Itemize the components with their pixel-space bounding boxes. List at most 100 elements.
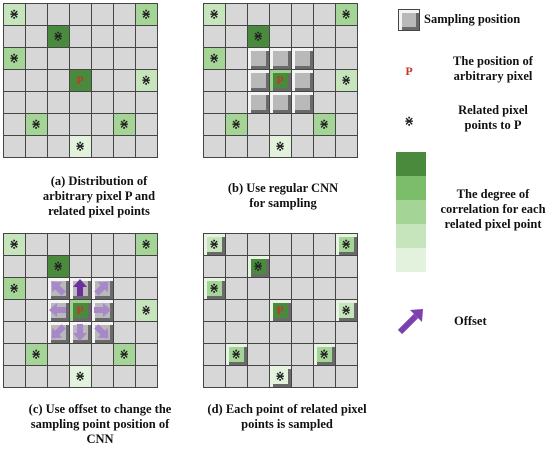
related-pixel-marker: ⋇: [340, 303, 352, 317]
related-pixel-marker: ⋇: [208, 7, 220, 21]
grid-cell: [225, 321, 248, 344]
offset-arrow-icon: [94, 324, 109, 339]
grid-cell: [335, 47, 358, 70]
grid-cell: [135, 321, 158, 344]
grid-cell: [203, 113, 226, 136]
related-pixel-marker: ⋇: [140, 237, 152, 251]
grid-cell: [91, 135, 114, 158]
grid-cell: [291, 277, 314, 300]
grid-cell: [291, 343, 314, 366]
sampling-position: [247, 91, 270, 114]
correlation-level-swatch: [396, 152, 426, 176]
grid-cell: [313, 25, 336, 48]
grid-cell: [225, 255, 248, 278]
panel-c: ⋇⋇⋇⋇⋇⋇⋇⋇P: [3, 233, 158, 388]
related-pixel-cell: [269, 365, 292, 388]
grid-cell: [225, 233, 248, 256]
grid-cell: [47, 47, 70, 70]
grid-cell: [135, 277, 158, 300]
related-pixel-marker: ⋇: [252, 259, 264, 273]
related-pixel-cell: [47, 25, 70, 48]
offset-arrow-icon: [51, 324, 66, 339]
related-pixel-marker: ⋇: [30, 117, 42, 131]
related-pixel-cell: [135, 233, 158, 256]
correlation-color-bar: [396, 152, 426, 272]
grid-cell: [113, 135, 136, 158]
grid-cell: [269, 3, 292, 26]
related-pixel-cell: [135, 69, 158, 92]
grid-cell: [313, 47, 336, 70]
grid-cell: [225, 277, 248, 300]
grid-cell: [335, 365, 358, 388]
grid-cell: [291, 135, 314, 158]
grid-cell: [69, 343, 92, 366]
related-pixel-cell: [335, 3, 358, 26]
grid-cell: [135, 113, 158, 136]
grid-cell: [335, 321, 358, 344]
panel-d: ⋇⋇⋇⋇⋇⋇⋇⋇P: [203, 233, 358, 388]
arbitrary-pixel-cell: [269, 299, 292, 322]
grid-cell: [225, 299, 248, 322]
offset-arrow-icon: [94, 281, 109, 296]
panel-a: ⋇⋇⋇⋇⋇⋇⋇⋇P: [3, 3, 158, 158]
grid-cell: [113, 233, 136, 256]
related-pixel-cell: [3, 3, 26, 26]
grid-cell: [335, 25, 358, 48]
caption-b: (b) Use regular CNN for sampling: [227, 181, 339, 210]
legend-offset-arrow-icon: [396, 306, 426, 336]
grid-cell: [313, 365, 336, 388]
related-pixel-marker: ⋇: [30, 347, 42, 361]
grid-cell: [225, 3, 248, 26]
grid-cell: [69, 113, 92, 136]
grid-cell: [25, 3, 48, 26]
grid-cell: [203, 255, 226, 278]
grid-cell: [313, 135, 336, 158]
p-label: P: [276, 73, 284, 87]
grid-cell: [25, 365, 48, 388]
grid-cell: [135, 25, 158, 48]
related-pixel-cell: [113, 113, 136, 136]
grid-cell: [313, 91, 336, 114]
grid-cell: [247, 233, 270, 256]
grid-cell: [113, 365, 136, 388]
grid-cell: [335, 91, 358, 114]
grid-cell: [91, 47, 114, 70]
related-pixel-cell: [225, 343, 248, 366]
grid-cell: [269, 25, 292, 48]
grid-cell: [47, 135, 70, 158]
grid-cell: [203, 365, 226, 388]
grid-cell: [3, 113, 26, 136]
grid-cell: [91, 233, 114, 256]
sampling-position: [269, 91, 292, 114]
grid-cell: [335, 255, 358, 278]
grid-cell: [247, 299, 270, 322]
grid-cell: [291, 365, 314, 388]
correlation-level-swatch: [396, 200, 426, 224]
correlation-level-swatch: [396, 224, 426, 248]
related-pixel-marker: ⋇: [118, 117, 130, 131]
related-pixel-marker: ⋇: [340, 73, 352, 87]
grid-cell: [25, 47, 48, 70]
grid-cell: [69, 3, 92, 26]
grid-cell: [247, 321, 270, 344]
grid-cell: [225, 25, 248, 48]
related-pixel-marker: ⋇: [208, 51, 220, 65]
grid-cell: [91, 365, 114, 388]
grid-cell: [25, 321, 48, 344]
related-pixel-cell: [135, 3, 158, 26]
grid-cell: [47, 113, 70, 136]
grid-cell: [269, 233, 292, 256]
related-pixel-marker: ⋇: [140, 73, 152, 87]
grid-cell: [25, 233, 48, 256]
p-label: P: [76, 73, 84, 87]
grid-cell: [247, 113, 270, 136]
offset-arrow-icon: [94, 303, 111, 317]
offset-arrow-icon: [73, 279, 87, 296]
legend-related-text: Related pixel points to P: [458, 103, 528, 132]
grid-cell: [247, 135, 270, 158]
sampling-position: [291, 47, 314, 70]
related-pixel-cell: [269, 135, 292, 158]
grid-cell: [91, 3, 114, 26]
grid-cell: [47, 3, 70, 26]
grid-cell: [91, 255, 114, 278]
